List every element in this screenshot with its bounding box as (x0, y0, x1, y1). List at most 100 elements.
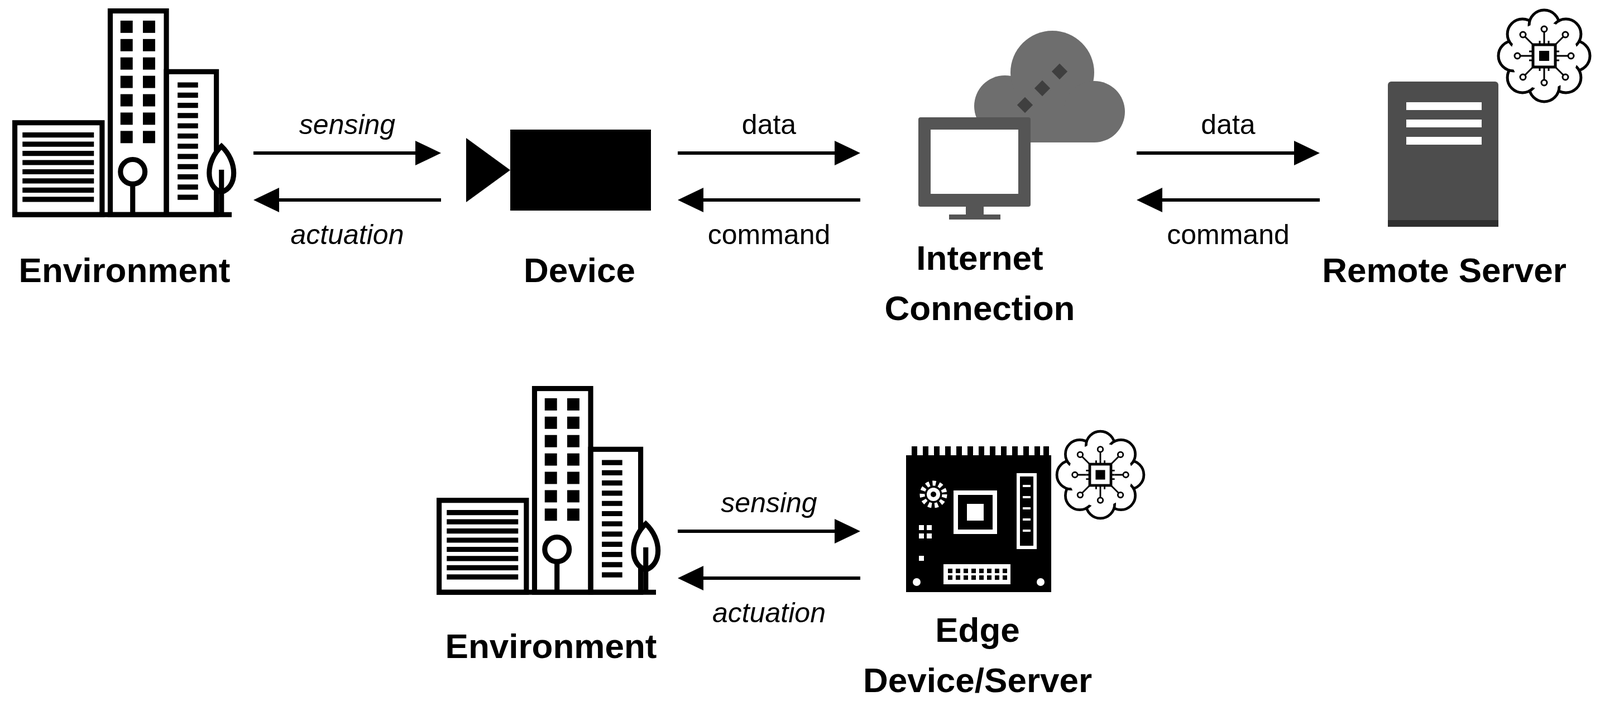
board-header (987, 568, 992, 573)
node-label: Environment (0, 245, 292, 296)
board-header (979, 575, 984, 580)
server-base (1387, 219, 1499, 227)
board-header (994, 568, 1000, 573)
board-dots (918, 524, 924, 530)
board-pins (1023, 446, 1029, 457)
board-dots (926, 533, 932, 539)
monitor-screen (930, 129, 1019, 194)
arrow-connector (273, 198, 442, 202)
edge-label: sensing (657, 485, 881, 520)
board-dots (912, 577, 921, 586)
monitor-stand (965, 206, 984, 216)
board-pins (922, 446, 929, 457)
board-pins (911, 446, 1049, 457)
board-dots (918, 533, 924, 539)
arrow-connector (677, 151, 841, 155)
server-slot (1406, 102, 1482, 110)
upload-chevrons (1017, 97, 1033, 113)
board-pins (1034, 446, 1041, 457)
board-header (1002, 568, 1008, 573)
edge-label: command (657, 217, 881, 252)
board-connector (1022, 485, 1031, 531)
board-header (963, 568, 969, 573)
city-icon (12, 11, 234, 217)
board-pins (978, 446, 985, 457)
board-connector (1018, 474, 1036, 548)
board-pins (989, 446, 996, 457)
edge-label: actuation (235, 217, 459, 252)
city-icon (436, 388, 659, 594)
board-header (947, 568, 953, 573)
board-header (1002, 575, 1008, 580)
board-pins (911, 446, 918, 457)
server-icon (1387, 10, 1590, 227)
device-body (510, 129, 651, 211)
arrow-connector (697, 576, 861, 580)
board-header (955, 575, 961, 580)
node-label: Remote Server (1276, 245, 1600, 296)
device-triangle (466, 137, 511, 203)
board-gear (930, 491, 937, 497)
edge-label: command (1116, 217, 1340, 252)
monitor-base (949, 214, 1001, 220)
upload-chevrons (1051, 63, 1068, 80)
board-header (994, 575, 1000, 580)
board-header (971, 568, 976, 573)
arrow-connector (253, 151, 421, 155)
board-chip (966, 503, 984, 521)
arrow-connector (677, 529, 841, 533)
edge-label: actuation (657, 595, 881, 630)
diagram-node: Remote Server (1387, 81, 1499, 227)
board-dots (926, 524, 932, 530)
arrow-connector (1136, 151, 1300, 155)
board-header (955, 568, 961, 573)
device-icon (466, 129, 651, 211)
board-pins (1043, 446, 1049, 457)
board-dots (912, 524, 1045, 586)
server-case (1387, 81, 1499, 227)
node-label: Internet Connection (868, 232, 1092, 334)
server-slot (1406, 136, 1482, 145)
edge-label: data (657, 107, 881, 142)
ai-brain-icon (1056, 430, 1144, 519)
board-gear (926, 487, 941, 501)
board-chip (955, 492, 995, 532)
board-pins (1000, 446, 1007, 457)
monitor-frame (918, 117, 1031, 207)
server-slot (1406, 119, 1482, 128)
city-icon (436, 388, 659, 594)
board-pins (956, 446, 962, 457)
diagram-node: Device (466, 129, 651, 211)
node-label: Device (412, 245, 747, 296)
internet-icon (918, 30, 1125, 220)
board-header (947, 575, 953, 580)
edge-label: sensing (235, 107, 459, 142)
board-pins (933, 446, 940, 457)
board-header (979, 568, 984, 573)
board-header (971, 575, 976, 580)
node-label: Environment (383, 620, 719, 672)
diagram-node: Edge Device/Server (906, 446, 1052, 592)
arrow-connector (697, 198, 861, 202)
board-dots (918, 555, 924, 561)
board-header (943, 563, 1011, 584)
diagram-node: Environment (436, 385, 662, 594)
board-header (987, 575, 992, 580)
board-dots (1036, 577, 1045, 586)
diagram-node: Internet Connection (918, 30, 1125, 220)
board-pins (967, 446, 974, 457)
board-pins (945, 446, 951, 457)
board-header (963, 575, 969, 580)
ai-brain-icon (1498, 10, 1590, 102)
edge-label: data (1116, 107, 1340, 142)
edge-board-icon (906, 430, 1144, 592)
board-gear (922, 482, 945, 506)
diagram-node: Environment (12, 8, 237, 217)
city-icon (12, 11, 234, 217)
connector-group (253, 152, 1320, 578)
node-label: Edge Device/Server (854, 604, 1101, 706)
board-header (947, 568, 1008, 580)
board-pins (1012, 446, 1018, 457)
